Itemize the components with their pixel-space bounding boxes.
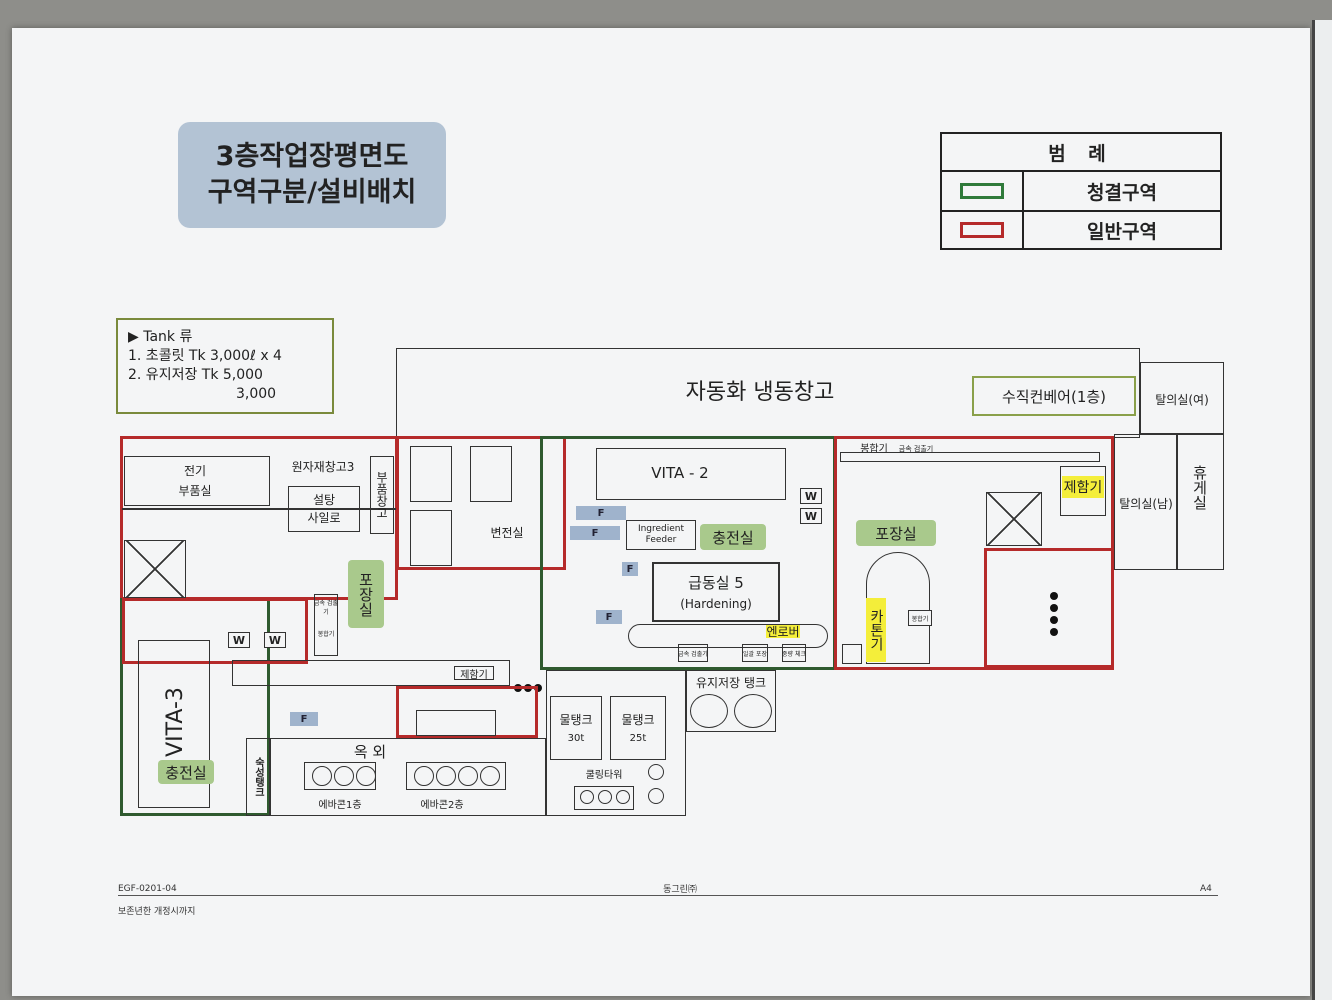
cooling-tower-unit: [574, 786, 634, 810]
hardening-room: [652, 562, 780, 622]
locker-female-label: 탈의실(여): [1155, 392, 1209, 407]
evacon2-label: 에바콘2층: [420, 799, 464, 811]
utility-area: [546, 670, 686, 816]
water-tank-1: [550, 696, 602, 760]
evacon2-unit: [406, 762, 506, 790]
general-zone-right-lower: [984, 548, 1114, 668]
w-marker-4: W: [800, 508, 822, 524]
ingredient-feeder: Ingredient Feeder: [626, 520, 696, 550]
footer-company: 동그린㈜: [663, 884, 697, 895]
freezer-marker-4: F: [622, 562, 638, 576]
aging-tank-label: 숙성탱크: [252, 757, 264, 797]
cooling-tower-label: 쿨링타워: [585, 769, 623, 781]
water-tank-2-label: 물탱크: [621, 712, 655, 727]
lounge-label: 휴게실: [1190, 464, 1209, 510]
water-tank-2-size: 25t: [629, 732, 647, 744]
parts-storage-label: 부품창고: [374, 471, 389, 519]
legend-swatch-red: [960, 222, 1004, 238]
sealer-right-top-label: 봉합기: [860, 443, 888, 455]
packing-right-label: 포장실: [856, 520, 936, 546]
outdoor-label: 옥 외: [353, 742, 387, 761]
next-paper-sheet: [1312, 20, 1332, 1000]
freezer-marker-2: F: [576, 506, 626, 520]
title-line1: 3층작업장평면도: [215, 141, 409, 172]
metal-detector-center-label: 금속 검출기: [678, 650, 708, 658]
conveyor-left: [232, 660, 510, 686]
electric-label: 전기: [183, 463, 207, 478]
general-zone-vita3-top: [122, 598, 308, 664]
freezer-marker-1: F: [290, 712, 318, 726]
general-zone-lower: [396, 686, 538, 738]
bulk-pack-label: 일괄 포장: [743, 650, 767, 658]
hardening-sub-label: (Hardening): [680, 597, 752, 611]
fat-tank-area: [686, 670, 776, 732]
outdoor-area: [270, 738, 546, 816]
vita2-machine: [596, 448, 786, 500]
footer-size: A4: [1200, 884, 1212, 894]
raw-storage-label: 원자재창고3: [291, 459, 355, 474]
legend-title: 범 례: [942, 134, 1220, 172]
sugar-label: 설탕: [312, 492, 336, 507]
footer-retention: 보존년한 개정시까지: [118, 907, 196, 917]
lift-shaft-right: [986, 492, 1042, 546]
tank-list: ▶ Tank 류 1. 초콜릿 Tk 3,000ℓ x 4 2. 유지저장 Tk…: [116, 318, 334, 414]
locker-male-label: 탈의실(남): [1119, 496, 1173, 511]
evacon1-label: 에바콘1층: [318, 799, 362, 811]
hardening-label: 급동실 5: [688, 573, 744, 592]
locker-female-room: [1140, 362, 1224, 434]
frozen-warehouse-label: 자동화 냉동창고: [685, 380, 835, 405]
tank-list-header: ▶ Tank 류: [128, 329, 193, 345]
tank-item-3: 3,000: [236, 386, 277, 402]
w-marker-3: W: [800, 488, 822, 504]
tank-item-2: 2. 유지저장 Tk 5,000: [128, 367, 263, 383]
footer-doc-code: EGF-0201-04: [118, 884, 177, 894]
boxing-small: 제함기: [454, 666, 494, 681]
electric-label-2: 부품실: [178, 483, 212, 498]
vita3-machine: [138, 640, 210, 808]
locker-male-room: [1114, 434, 1224, 570]
w-marker-2: W: [264, 632, 286, 648]
substation-label: 변전실: [490, 525, 524, 540]
metal-detector-left: [314, 594, 338, 656]
legend-label-clean: 청결구역: [1087, 181, 1157, 204]
general-zone-substation: [396, 436, 566, 570]
water-tank-1-size: 30t: [567, 732, 585, 744]
freezer-marker-3: F: [570, 526, 620, 540]
sugar-label-2: 사일로: [307, 510, 341, 525]
w-marker-1: W: [228, 632, 250, 648]
vita3-label: VITA-3: [162, 687, 188, 757]
metal-detector-right-label: 금속 검출기: [898, 445, 934, 453]
filling-center-label: 충전실: [700, 524, 766, 550]
carton-label: 카톤기: [866, 598, 886, 662]
electric-parts-room: [124, 456, 270, 506]
vertical-conveyor-label: 수직컨베어(1층): [972, 376, 1136, 416]
filling-left-label: 충전실: [158, 760, 214, 784]
tank-item-1: 1. 초콜릿 Tk 3,000ℓ x 4: [128, 348, 282, 364]
lift-shaft-left: [124, 540, 186, 598]
sugar-mill-room: [288, 486, 360, 532]
sealer-right-label: 봉합기: [908, 610, 932, 626]
legend: 범 례 청결구역 일반구역: [940, 132, 1222, 250]
water-tank-2: [610, 696, 666, 760]
water-tank-1-label: 물탱크: [559, 712, 593, 727]
legend-label-general: 일반구역: [1087, 220, 1157, 243]
fat-tank-label: 유지저장 탱크: [695, 675, 767, 690]
page-title: 3층작업장평면도 구역구분/설비배치: [178, 122, 446, 228]
aging-tank-room: [246, 738, 270, 816]
boxing-label: 제함기: [1062, 476, 1104, 498]
freezer-marker-5: F: [596, 610, 622, 624]
sealer-left-label: 봉합기: [317, 630, 335, 638]
enrober-label: 엔로버: [766, 624, 800, 639]
boxing-machine: [1060, 466, 1106, 516]
packing-left-label: 포장실: [348, 560, 384, 628]
vita2-label: VITA - 2: [651, 464, 709, 482]
conveyor-center: [628, 624, 828, 648]
weight-check-label: 중량 체크: [782, 650, 806, 658]
legend-row-general: 일반구역: [942, 212, 1220, 248]
title-line2: 구역구분/설비배치: [207, 177, 417, 208]
metal-detector-left-label: 금속 검출기: [314, 600, 338, 616]
legend-row-clean: 청결구역: [942, 172, 1220, 212]
parts-storage-room: [370, 456, 394, 534]
legend-swatch-green: [960, 183, 1004, 199]
